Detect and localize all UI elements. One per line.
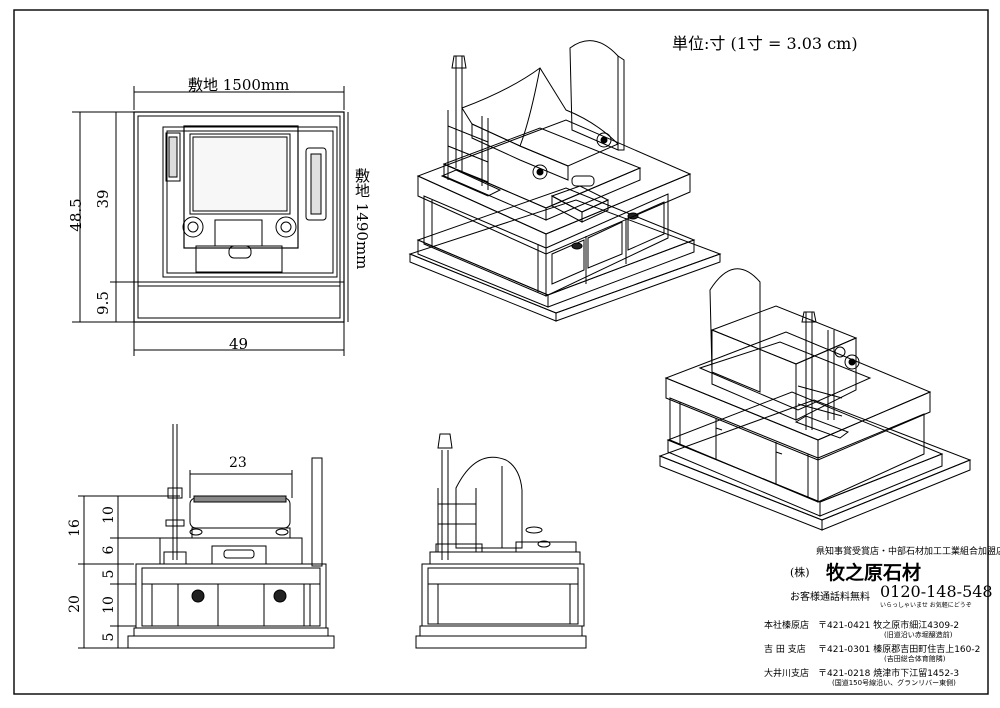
branch-address: 〒421-0218 焼津市下江留1452-3: [818, 669, 960, 679]
branch-name: 本社榛原店: [764, 621, 810, 631]
dim-upper-total: 16: [67, 519, 83, 537]
branch-address: 〒421-0301 榛原郡吉田町住吉上160-2: [818, 645, 981, 655]
branch-note: (吉田総合体育館隣): [884, 655, 946, 663]
plan-view: [72, 86, 349, 356]
dim-5a: 5: [101, 569, 117, 579]
site-depth-label: 敷地 1490mm: [353, 168, 371, 270]
dim-lower: 9.5: [94, 291, 112, 315]
sheet-border: [13, 9, 989, 695]
side-elevation: [415, 433, 587, 649]
perspective-view-b: [658, 268, 972, 531]
unit-note: 単位:寸 (1寸 = 3.03 cm): [672, 34, 858, 53]
company-prefix: (株): [790, 566, 810, 579]
company-name: 牧之原石材: [826, 562, 922, 584]
branch-note: (旧道沿い赤堀醸造前): [884, 631, 953, 639]
free-call-label: お客様通話料無料: [790, 592, 870, 603]
front-elevation: [78, 424, 335, 649]
dim-upper: 39: [94, 189, 112, 209]
perspective-view-a: [408, 40, 722, 322]
branch-name: 大井川支店: [764, 669, 810, 679]
dim-width: 49: [229, 335, 249, 353]
dim-10a: 10: [101, 506, 117, 524]
dim-top-width: 23: [229, 455, 247, 471]
branch-name: 吉 田 支店: [764, 645, 806, 655]
site-width-label: 敷地 1500mm: [188, 76, 290, 94]
dim-lower-total: 20: [67, 595, 83, 613]
company-phone: 0120-148-548: [880, 582, 993, 601]
company-tagline: いらっしゃいませ お気軽にどうぞ: [880, 602, 972, 609]
dim-total-depth: 48.5: [67, 198, 85, 232]
branch-note: (国道150号線沿い、グランリバー東側): [832, 679, 956, 687]
dim-10b: 10: [101, 596, 117, 614]
company-certification: 県知事賞受賞店・中部石材加工工業組合加盟店: [816, 547, 1000, 557]
dim-5b: 5: [101, 632, 117, 642]
branch-address: 〒421-0421 牧之原市細江4309-2: [818, 621, 960, 631]
